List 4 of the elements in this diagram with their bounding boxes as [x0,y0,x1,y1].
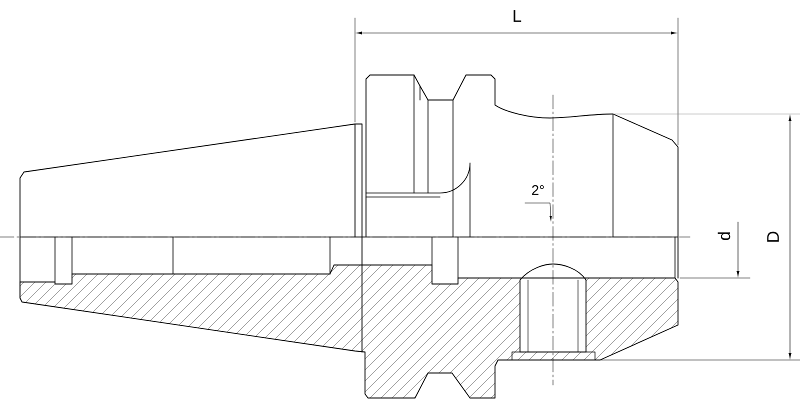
dimension-label: 2° [532,185,544,195]
dimension-label: d [718,232,730,240]
dimension-label: D [767,232,779,242]
dimension-label: L [514,10,522,22]
